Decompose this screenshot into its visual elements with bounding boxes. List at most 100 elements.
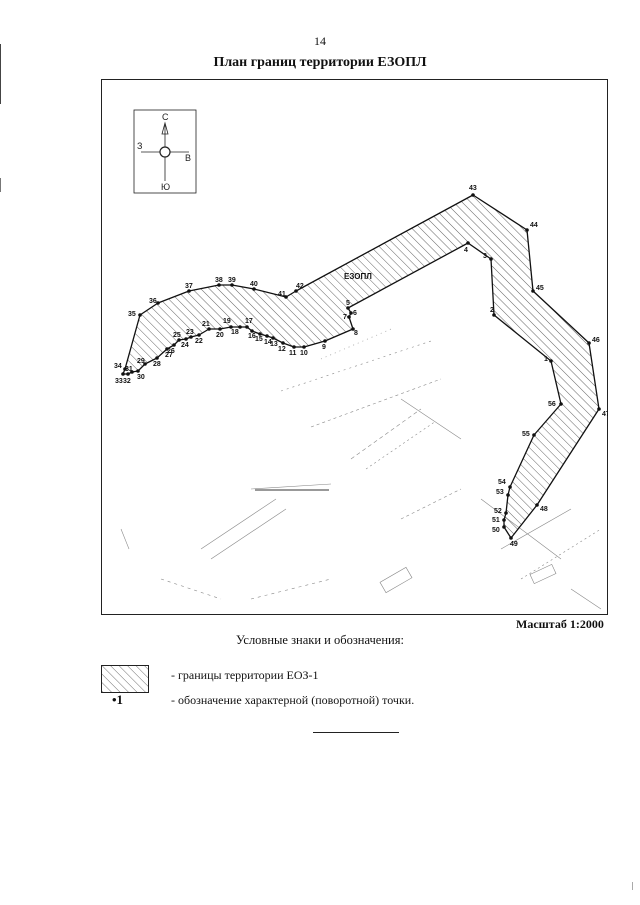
boundary-point-31 [130,370,134,374]
boundary-point-9 [323,339,327,343]
boundary-point-4 [466,241,470,245]
scan-edge-mark [0,178,1,192]
boundary-point-29 [143,362,147,366]
territory-boundary [122,194,600,539]
boundary-point-37 [187,289,191,293]
boundary-point-52 [504,511,508,515]
scale-label: Масштаб 1:2000 [516,617,604,631]
boundary-point-17 [245,325,249,329]
boundary-point-label-15: 15 [255,336,263,343]
boundary-point-label-34: 34 [114,363,122,370]
legend-hatch-text: - границы территории ЕОЗ-1 [171,668,319,682]
boundary-point-label-10: 10 [300,350,308,357]
legend-point-text: - обозначение характерной (поворотной) т… [171,693,415,707]
boundary-point-28 [155,356,159,360]
boundary-point-55 [532,433,536,437]
boundary-point-11 [292,345,296,349]
boundary-point-label-26: 26 [167,348,175,355]
boundary-point-label-53: 53 [496,489,504,496]
legend-title: Условные знаки и обозначения: [236,633,404,647]
boundary-point-label-2: 2 [490,307,494,314]
boundary-point-label-54: 54 [498,479,506,486]
boundary-point-35 [138,313,142,317]
boundary-point-label-22: 22 [195,338,203,345]
footer-rule [313,732,399,733]
compass-west-label: З [137,141,142,151]
compass-south-label: Ю [161,182,170,192]
boundary-point-label-14: 14 [264,339,272,346]
boundary-point-39 [230,283,234,287]
compass-rose: С Ю З В [133,109,197,194]
boundary-point-label-12: 12 [278,346,286,353]
boundary-point-3 [489,257,493,261]
base-map-streets [120,328,602,610]
boundary-point-43 [471,193,475,197]
boundary-point-label-19: 19 [223,318,231,325]
boundary-point-label-36: 36 [149,298,157,305]
boundary-point-label-1: 1 [544,356,548,363]
boundary-point-label-35: 35 [128,311,136,318]
boundary-point-label-32: 32 [123,378,131,385]
boundary-point-5 [346,306,350,310]
boundary-point-label-52: 52 [494,508,502,515]
map-title: План границ территории ЕЗОПЛ [213,55,427,70]
boundary-point-label-16: 16 [248,333,256,340]
boundary-point-label-48: 48 [540,506,548,513]
boundary-point-34 [123,367,127,371]
boundary-point-6 [349,311,353,315]
boundary-point-label-21: 21 [202,321,210,328]
boundary-point-label-41: 41 [278,291,286,298]
boundary-point-label-31: 31 [125,366,133,373]
boundary-point-13 [271,336,275,340]
boundary-point-label-27: 27 [165,352,173,359]
boundary-point-42 [294,289,298,293]
boundary-point-label-6: 6 [353,310,357,317]
boundary-point-label-13: 13 [270,341,278,348]
boundary-point-19 [229,325,233,329]
boundary-point-label-42: 42 [296,283,304,290]
boundary-point-label-18: 18 [231,329,239,336]
boundary-point-54 [508,485,512,489]
boundary-point-label-8: 8 [354,330,358,337]
boundary-point-25 [177,338,181,342]
boundary-point-18 [238,325,242,329]
boundary-point-41 [284,295,288,299]
boundary-point-label-30: 30 [137,374,145,381]
boundary-point-14 [265,334,269,338]
boundary-point-24 [184,337,188,341]
zone-label: ЕЗОПЛ [344,272,372,281]
boundary-point-27 [165,347,169,351]
boundary-point-7 [347,315,351,319]
page-number: 14 [314,34,326,48]
boundary-point-2 [492,313,496,317]
boundary-point-label-46: 46 [592,337,600,344]
compass-east-label: В [185,153,191,163]
boundary-point-33 [121,372,125,376]
boundary-point-label-55: 55 [522,431,530,438]
boundary-point-20 [218,327,222,331]
boundary-point-32 [126,372,130,376]
boundary-point-16 [250,329,254,333]
boundary-point-label-50: 50 [492,527,500,534]
boundary-point-47 [597,407,601,411]
legend-point-symbol: •1 [112,692,124,707]
boundary-point-label-43: 43 [469,185,477,192]
boundary-point-label-4: 4 [464,247,468,254]
boundary-point-26 [172,343,176,347]
boundary-point-label-23: 23 [186,329,194,336]
scan-edge-mark [0,44,1,104]
boundary-point-label-39: 39 [228,277,236,284]
boundary-point-label-29: 29 [137,358,145,365]
boundary-point-44 [525,228,529,232]
boundary-point-label-20: 20 [216,332,224,339]
boundary-point-49 [509,536,513,540]
boundary-point-50 [502,525,506,529]
boundary-point-label-25: 25 [173,332,181,339]
boundary-point-label-45: 45 [536,285,544,292]
legend-hatch-swatch [101,665,149,693]
boundary-point-45 [531,289,535,293]
boundary-point-46 [587,341,591,345]
boundary-point-15 [258,332,262,336]
boundary-point-label-37: 37 [185,283,193,290]
boundary-point-label-11: 11 [289,350,297,357]
